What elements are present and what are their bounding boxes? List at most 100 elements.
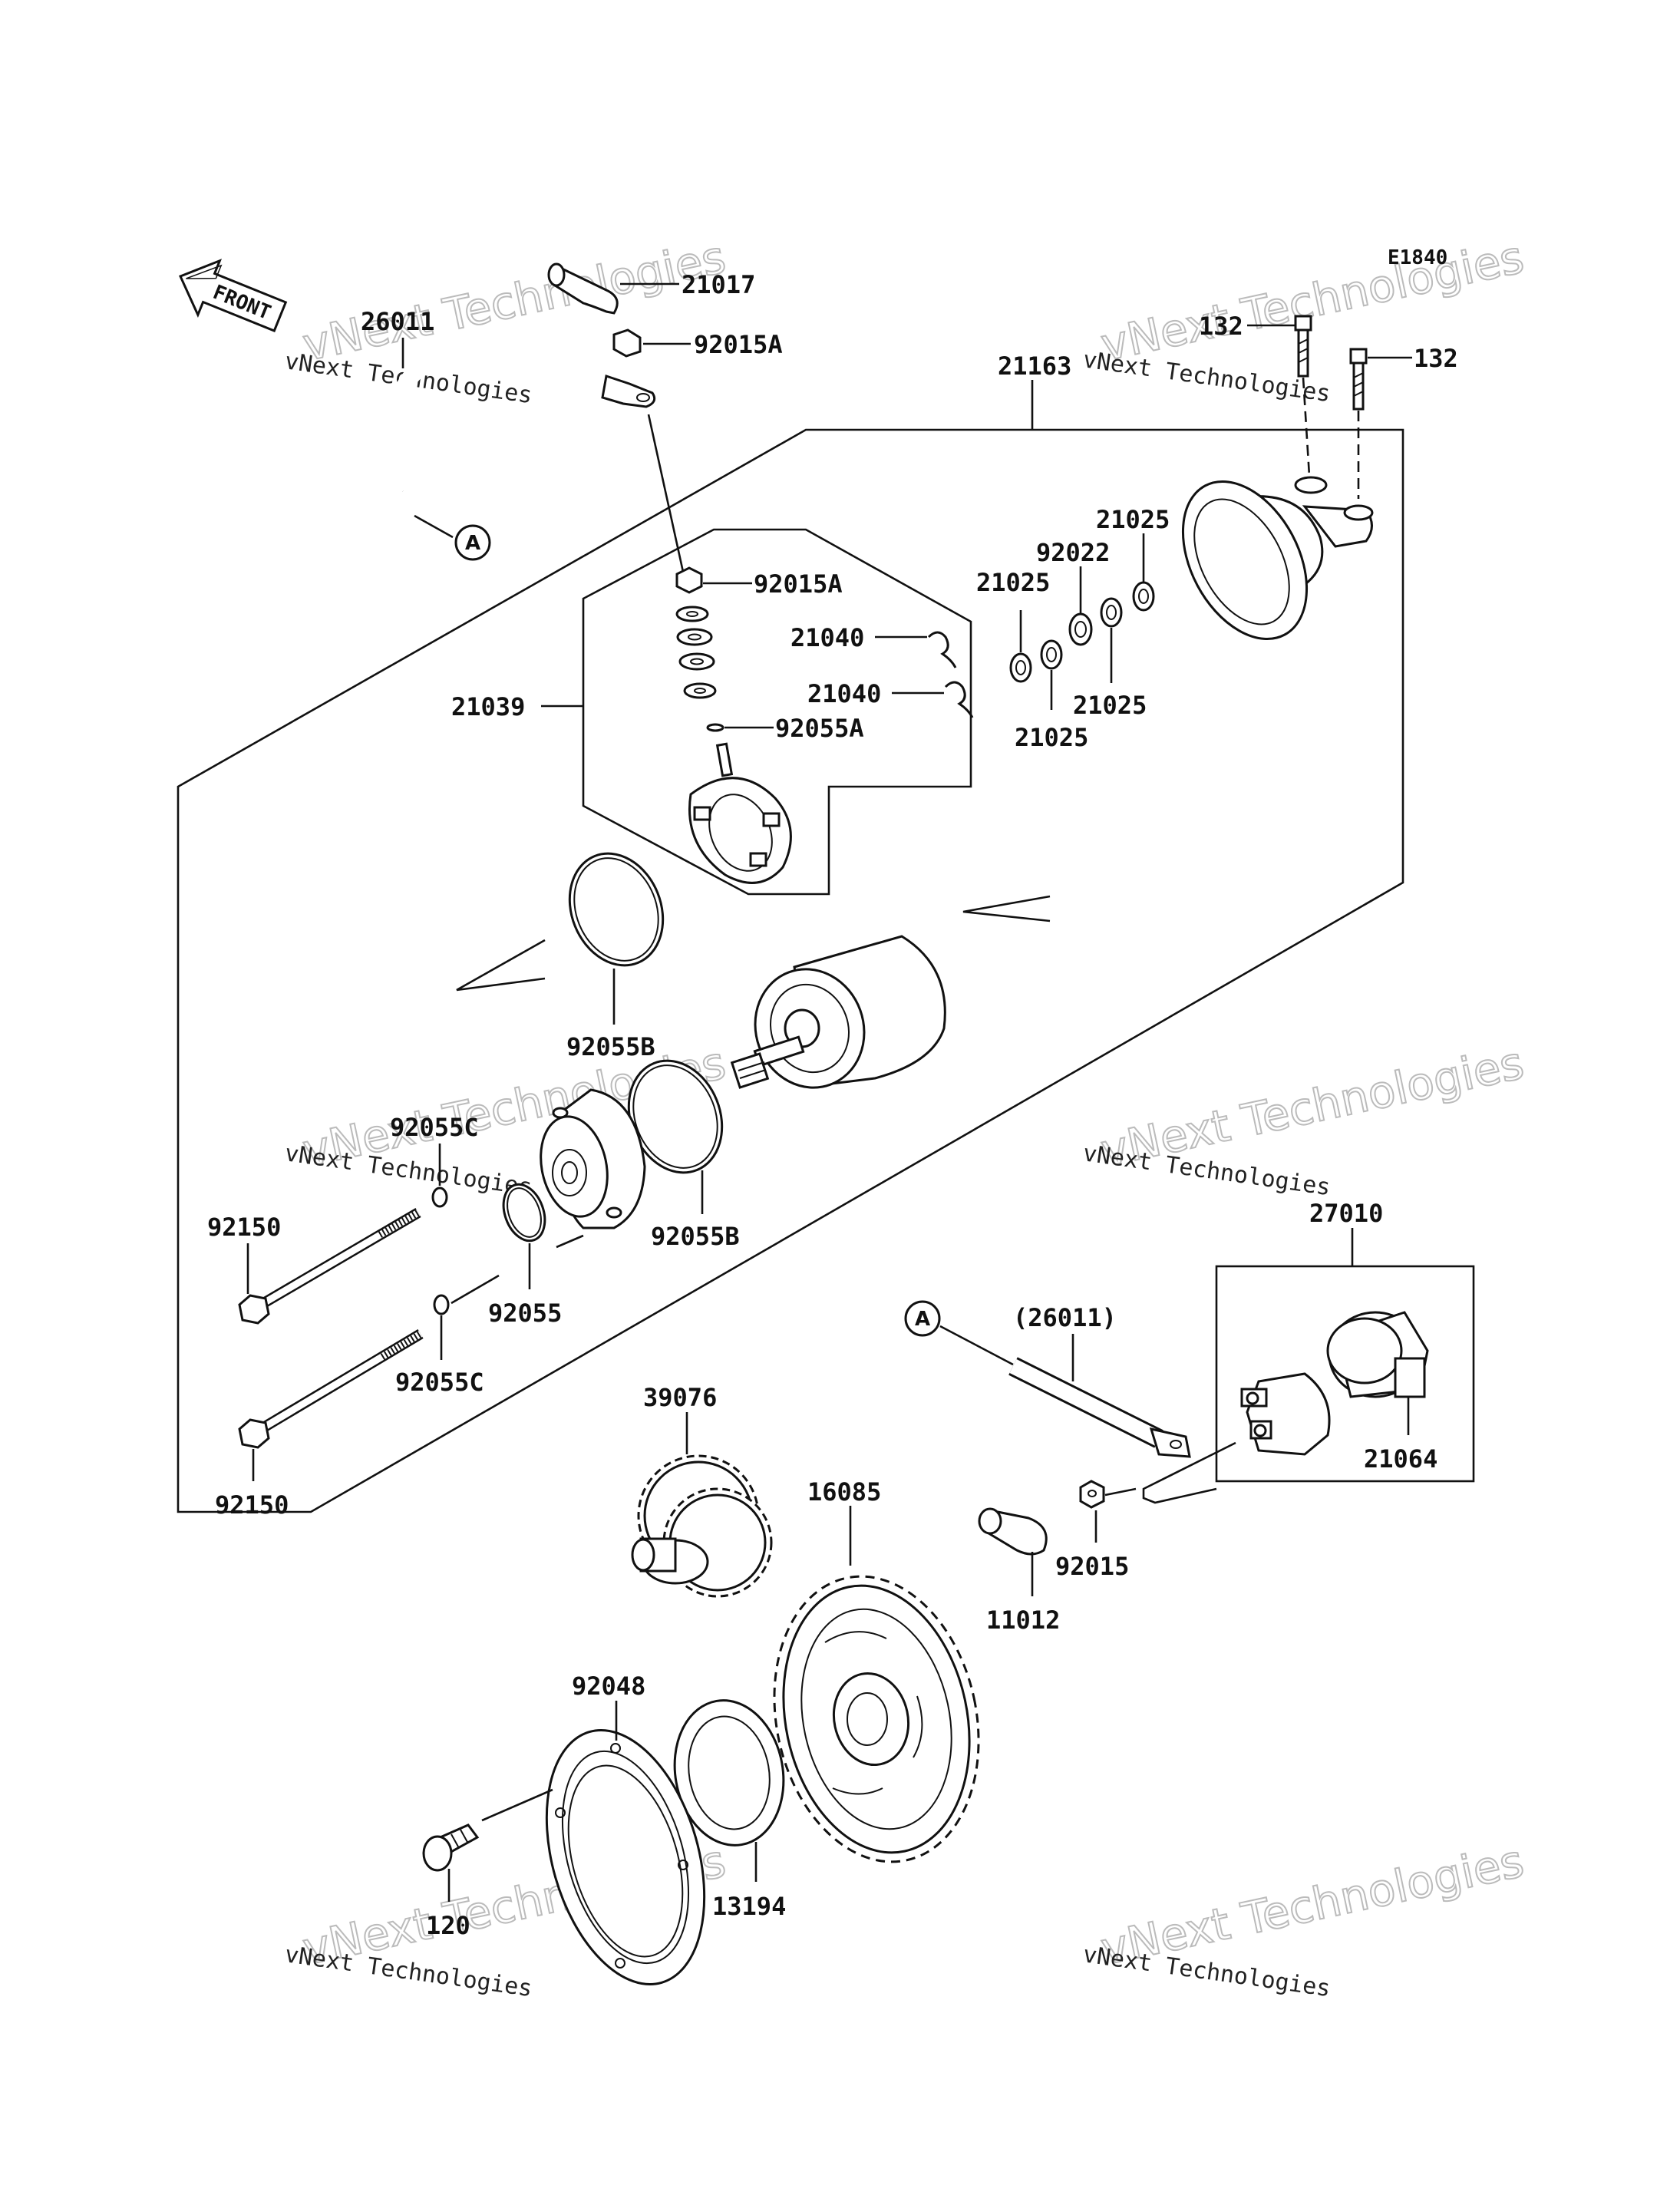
label-21025-top: 21025 (1096, 505, 1170, 534)
brush-block (693, 806, 711, 821)
starter-front-cover (540, 1088, 646, 1249)
relay-terminal-post (1253, 1424, 1267, 1437)
front-cover-bolt-hole (552, 1107, 569, 1119)
washer-hole (1106, 605, 1117, 620)
clutch-holder-bolt-hole (678, 1860, 688, 1870)
washer-group: 21025 21025 92022 21025 21025 (976, 505, 1170, 752)
label-21040-top: 21040 (790, 623, 864, 652)
label-13194: 13194 (712, 1892, 786, 1921)
relay-cover-tab (1394, 1357, 1426, 1398)
starter-gear-bore (847, 1692, 888, 1746)
pinion-tooth (739, 1069, 767, 1079)
part-21017-terminal-boot: 21017 (547, 262, 755, 315)
small-o-ring-icon (431, 1186, 448, 1208)
brush-holder-stack: 92015A 92055A 21040 21040 21039 (451, 566, 974, 884)
label-21017: 21017 (682, 270, 755, 299)
cable-terminal-hole (636, 393, 650, 402)
label-92055B-bottom: 92055B (651, 1222, 740, 1251)
part-132-bolt-right: 132 (1349, 344, 1458, 499)
diagram-code: E1840 (1388, 246, 1447, 269)
washer-hole (1015, 660, 1026, 675)
clutch-holder-bore (567, 1764, 684, 1958)
label-16085: 16085 (807, 1477, 881, 1507)
starter-gear-16085: 16085 (773, 1477, 980, 1863)
clutch-holder-bolt-hole (615, 1958, 625, 1969)
bolt-thread (1353, 381, 1364, 388)
label-92015A-mid: 92015A (754, 569, 843, 599)
watermark-big-text: vNext Technologies (299, 231, 730, 371)
bolt-shank (259, 1210, 421, 1308)
insulator-washer (678, 652, 715, 671)
starter-gear-slot (824, 1631, 887, 1643)
alignment-guide-right (962, 895, 1051, 922)
front-cover-guide (556, 1234, 584, 1249)
brush-block (762, 812, 781, 827)
hex-nut-icon (1079, 1480, 1105, 1509)
watermark-small-text: vNext Technologies (1081, 346, 1332, 408)
label-92055A: 92055A (775, 714, 864, 743)
washer-21025-bottom (1040, 639, 1063, 670)
bolt-head-icon (238, 1294, 270, 1325)
rear-cover-inner-rim (1193, 498, 1290, 625)
bolt-head-icon (1349, 348, 1368, 365)
cap-end (978, 1507, 1002, 1535)
bolt-thread (1298, 357, 1309, 363)
washer-21025-top (1132, 581, 1155, 612)
small-o-ring-icon (433, 1294, 450, 1315)
hex-nut-92015A-mid (675, 566, 703, 594)
bolt-thread (1298, 338, 1309, 345)
bolt-thread (1353, 372, 1364, 378)
washer-21025-right (1100, 597, 1123, 628)
part-92015A-nut-top: 92015A (612, 328, 783, 359)
insulator-hole (686, 611, 698, 617)
clutch-holder-icon (545, 1729, 706, 1985)
label-21163: 21163 (998, 351, 1071, 381)
o-ring-guide (451, 1274, 500, 1305)
o-ring-92055: 92055 (488, 1183, 562, 1328)
washer-hole (1074, 621, 1087, 638)
front-arrow: FRONT (178, 259, 288, 332)
clutch-holder-rim (561, 1750, 690, 1965)
label-92048: 92048 (572, 1672, 645, 1701)
label-26011: 26011 (361, 307, 434, 336)
o-ring-92055C-bottom: 92055C (395, 1294, 484, 1397)
leader-ref-A-bottom (939, 1325, 1014, 1366)
brush-holder-subframe (582, 528, 972, 896)
bolt-head-icon (238, 1418, 270, 1449)
alignment-guide-left (456, 939, 546, 992)
part-132-bolt-left: 132 (1199, 312, 1312, 477)
label-92055B-top: 92055B (566, 1032, 655, 1061)
hex-nut-hole (1088, 1490, 1097, 1497)
relay-body-icon (1246, 1372, 1331, 1456)
label-21025-left: 21025 (976, 568, 1050, 597)
insulator-washer (683, 682, 717, 699)
washer-hole (1138, 589, 1149, 604)
through-bolt-92150-bottom: 92150 (215, 1328, 424, 1520)
starter-motor-yoke (456, 895, 1051, 1089)
label-21039: 21039 (451, 692, 525, 721)
yoke-end-rim (769, 983, 850, 1074)
brush-spring-21040-bottom (944, 681, 974, 718)
part-21163-rear-cover: 21163 (998, 351, 1374, 641)
o-ring-icon (568, 852, 665, 967)
rear-cover-body (1181, 480, 1309, 641)
bolt-120: 120 (422, 1823, 480, 1940)
label-39076: 39076 (643, 1383, 717, 1412)
leader-92015-guide (1104, 1487, 1137, 1497)
insulator-washer (675, 606, 709, 622)
label-92150-top: 92150 (207, 1213, 281, 1242)
starter-gear-inner-rim (800, 1608, 952, 1830)
starter-motor-assembly-frame (177, 428, 1404, 1513)
idler-gear-39076: 39076 (631, 1383, 773, 1598)
reference-marker-A-bottom (904, 1300, 941, 1337)
insulator-hole (688, 633, 701, 641)
leader-cable-to-terminal (647, 414, 685, 573)
part-92015-nut: 92015 (1055, 1480, 1137, 1581)
leader-ref-A-top (414, 514, 454, 539)
one-way-clutch-sprags (674, 1699, 784, 1847)
washer-hole (1046, 647, 1057, 662)
armature-pinion (730, 1052, 770, 1089)
terminal-boot-end (547, 262, 566, 287)
washer-21025-left (1009, 652, 1032, 683)
